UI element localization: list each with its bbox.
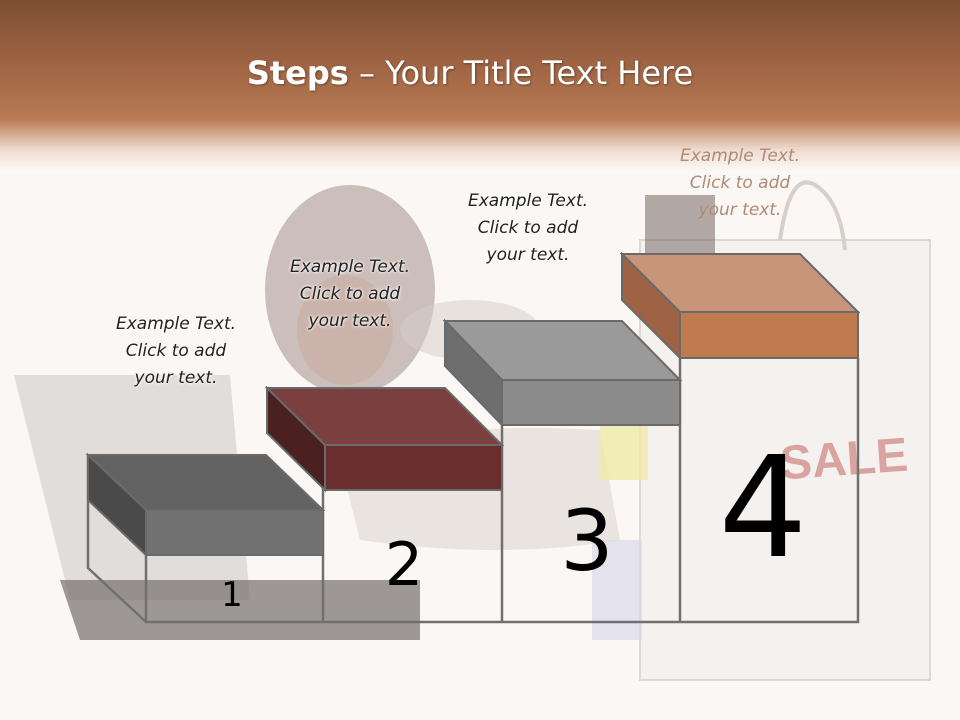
step-caption-2[interactable]: Example Text. Click to add your text.: [270, 254, 430, 335]
step-number-3: 3: [560, 492, 613, 590]
step-number-1: 1: [221, 575, 243, 615]
caption-line: Click to add: [477, 218, 579, 238]
step-box-2[interactable]: [264, 385, 505, 493]
caption-line: Example Text.: [115, 314, 237, 334]
step-box-3[interactable]: [442, 318, 683, 428]
caption-line: your text.: [486, 245, 570, 265]
title-bold: Steps: [246, 54, 349, 92]
caption-line: your text.: [134, 368, 218, 388]
header-band: [0, 0, 960, 170]
step-caption-4[interactable]: Example Text. Click to add your text.: [660, 143, 820, 224]
step-caption-1[interactable]: Example Text. Click to add your text.: [96, 311, 256, 392]
caption-line: Example Text.: [679, 146, 801, 166]
step-caption-3[interactable]: Example Text. Click to add your text.: [448, 188, 608, 269]
caption-line: your text.: [698, 200, 782, 220]
caption-line: Click to add: [689, 173, 791, 193]
caption-line: Click to add: [125, 341, 227, 361]
caption-line: Click to add: [299, 284, 401, 304]
caption-line: your text.: [308, 311, 392, 331]
step-number-2: 2: [385, 530, 423, 600]
slide-title[interactable]: Steps – Your Title Text Here: [0, 54, 940, 92]
sale-text: SALE: [778, 429, 909, 491]
caption-line: Example Text.: [467, 191, 589, 211]
step-number-4: 4: [718, 427, 807, 590]
caption-line: Example Text.: [289, 257, 411, 277]
title-rest: – Your Title Text Here: [348, 54, 694, 92]
step-box-4[interactable]: [619, 251, 861, 361]
step-box-1[interactable]: [85, 452, 326, 558]
